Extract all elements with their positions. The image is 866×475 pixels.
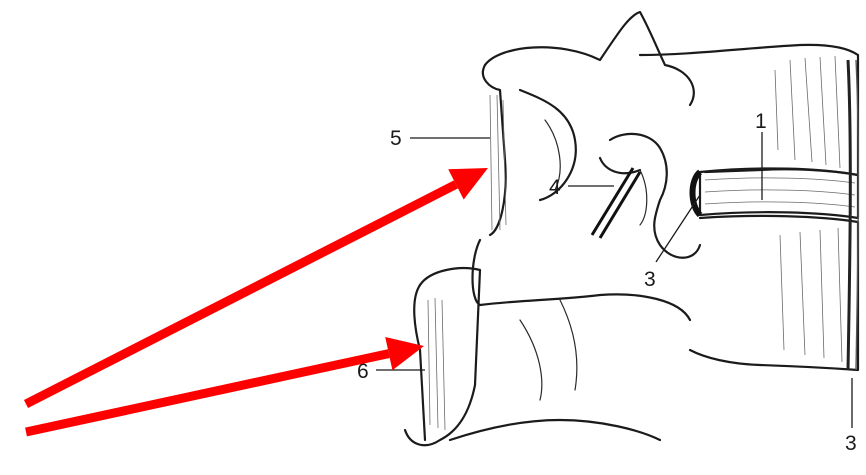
red-arrow-lower: [26, 337, 424, 432]
label-3-disc: 3: [644, 268, 656, 291]
interspinous-ligament-lower: [428, 298, 445, 430]
leader-3-disc: [656, 195, 700, 262]
upper-posterior-elements: [483, 12, 694, 235]
upper-vertebral-body: [640, 45, 858, 175]
label-4: 4: [549, 176, 561, 199]
lower-vertebral-body: [690, 216, 858, 370]
label-3-edge: 3: [845, 432, 857, 455]
label-1: 1: [755, 110, 767, 133]
label-5: 5: [390, 127, 402, 150]
intervertebral-disc: [693, 168, 859, 218]
red-arrows: [26, 168, 488, 432]
ligamentum-flavum: [592, 168, 640, 238]
anterior-ligament: [848, 60, 858, 370]
